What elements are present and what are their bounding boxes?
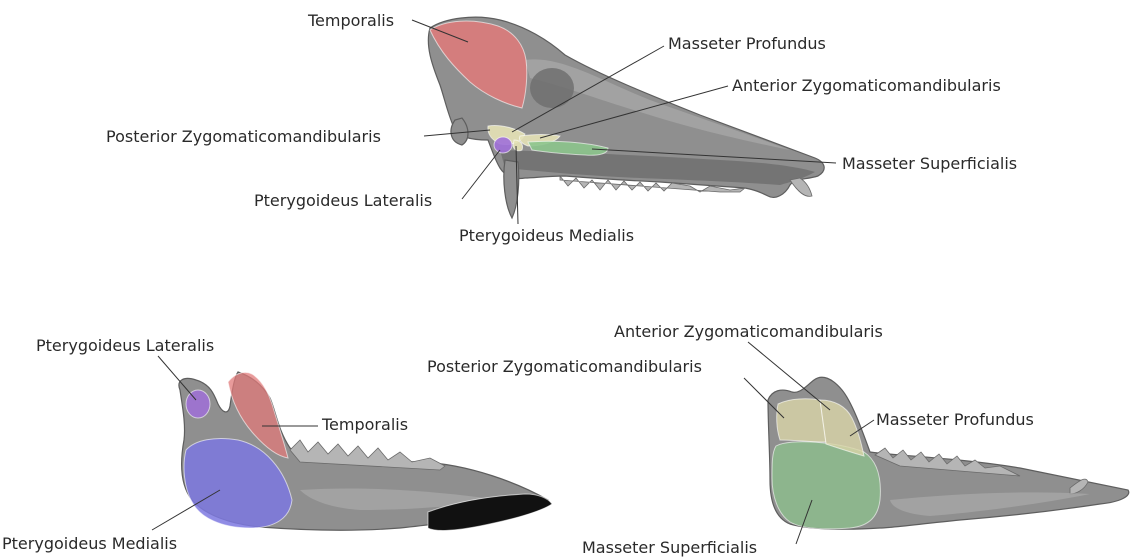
- skull-occipital-process: [451, 118, 468, 145]
- lateral-label-masseter-superficialis: Masseter Superficialis: [582, 538, 757, 557]
- medial-label-pterygoideus-lateralis: Pterygoideus Lateralis: [36, 336, 214, 355]
- lateral-label-masseter-profundus: Masseter Profundus: [876, 410, 1034, 429]
- skull-label-masseter-superficialis: Masseter Superficialis: [842, 154, 1017, 173]
- skull-upper-incisor: [790, 178, 812, 196]
- leader-skull-pterygoideus-lateralis: [462, 150, 500, 199]
- skull-label-masseter-profundus: Masseter Profundus: [668, 34, 826, 53]
- lateral-label-anterior-zygomaticomandibularis: Anterior Zygomaticomandibularis: [614, 322, 883, 341]
- skull-label-temporalis: Temporalis: [307, 11, 394, 30]
- mandible-lateral-posterior-zygomaticomandibularis-area: [777, 399, 826, 442]
- skull-label-posterior-zygomaticomandibularis: Posterior Zygomaticomandibularis: [106, 127, 381, 146]
- skull-label-anterior-zygomaticomandibularis: Anterior Zygomaticomandibularis: [732, 76, 1001, 95]
- lateral-label-posterior-zygomaticomandibularis: Posterior Zygomaticomandibularis: [427, 357, 702, 376]
- skull-pterygoideus-lateralis-area: [494, 137, 512, 153]
- medial-label-pterygoideus-medialis: Pterygoideus Medialis: [2, 534, 177, 553]
- skull-orbit: [530, 68, 574, 108]
- mandible-medial-pterygoideus-lateralis-area: [186, 390, 210, 418]
- skull-label-pterygoideus-lateralis: Pterygoideus Lateralis: [254, 191, 432, 210]
- mandible-medial-figure: [179, 372, 552, 530]
- skull-label-pterygoideus-medialis: Pterygoideus Medialis: [459, 226, 634, 245]
- mandible-lateral-figure: [768, 377, 1129, 529]
- medial-label-temporalis: Temporalis: [321, 415, 408, 434]
